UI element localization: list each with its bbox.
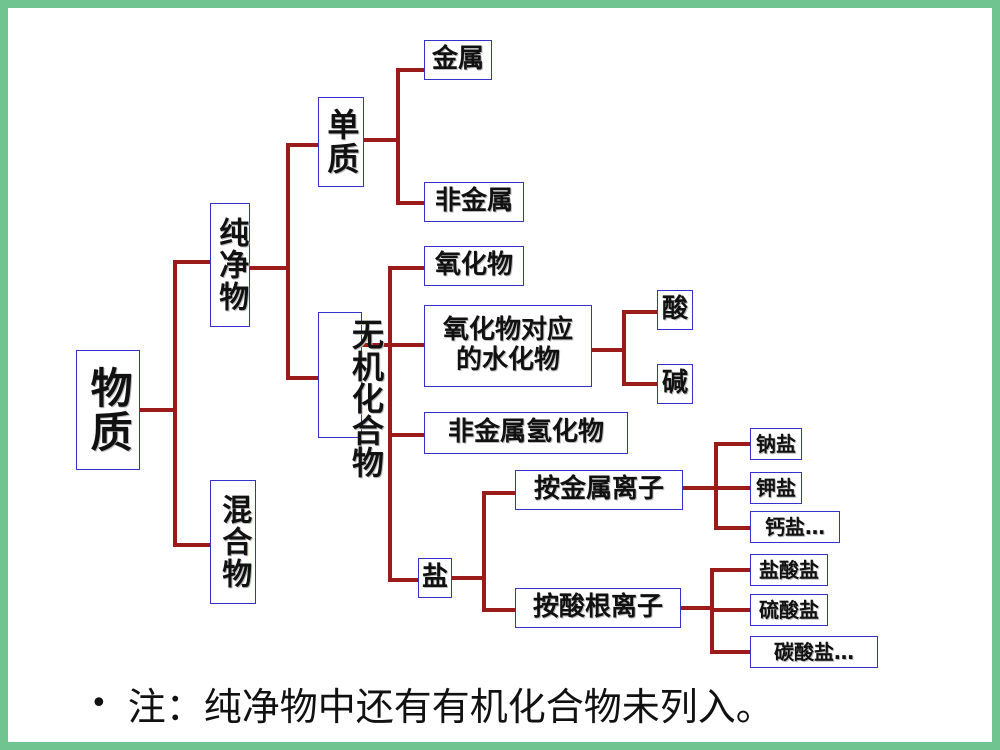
node-by-acid-radical: 按酸根离子 [515,588,681,628]
node-acid: 酸 [657,290,693,330]
node-sodium-salt: 钠盐 [750,428,802,460]
footnote: • 注：纯净物中还有有机化合物未列入。 [90,676,774,731]
node-oxide-hydrate: 氧化物对应的水化物 [424,305,592,387]
connector-element [362,68,426,205]
node-mixture: 混合物 [210,480,256,604]
node-metal: 金属 [424,40,492,80]
connector-pure [248,143,320,380]
node-hydrochloride: 盐酸盐 [750,554,828,586]
node-potassium-salt: 钾盐 [750,472,802,504]
node-nonmetal-hydride: 非金属氢化物 [424,412,628,454]
node-substance: 物质 [76,350,140,470]
node-element: 单质 [318,97,364,187]
node-oxide: 氧化物 [424,246,524,286]
node-inorganic-box [318,312,362,438]
node-by-metal-ion: 按金属离子 [515,470,683,510]
bullet-icon: • [90,686,108,721]
node-nonmetal: 非金属 [424,182,524,222]
connector-salt [450,491,517,612]
connector-hydrate [590,310,659,386]
connector-by-metal [680,442,752,530]
node-sulfate: 硫酸盐 [750,594,828,626]
node-pure-substance: 纯净物 [210,203,250,327]
node-inorganic-label: 无机化合物 [347,318,385,478]
node-salt: 盐 [418,558,452,598]
footnote-text: 注：纯净物中还有有机化合物未列入。 [127,685,774,729]
node-calcium-salt: 钙盐… [750,511,840,543]
connector-inorganic [360,266,426,582]
node-base: 碱 [657,364,693,404]
connector-root [138,260,212,547]
node-carbonate: 碳酸盐… [750,636,878,668]
connector-by-acid [678,568,752,654]
